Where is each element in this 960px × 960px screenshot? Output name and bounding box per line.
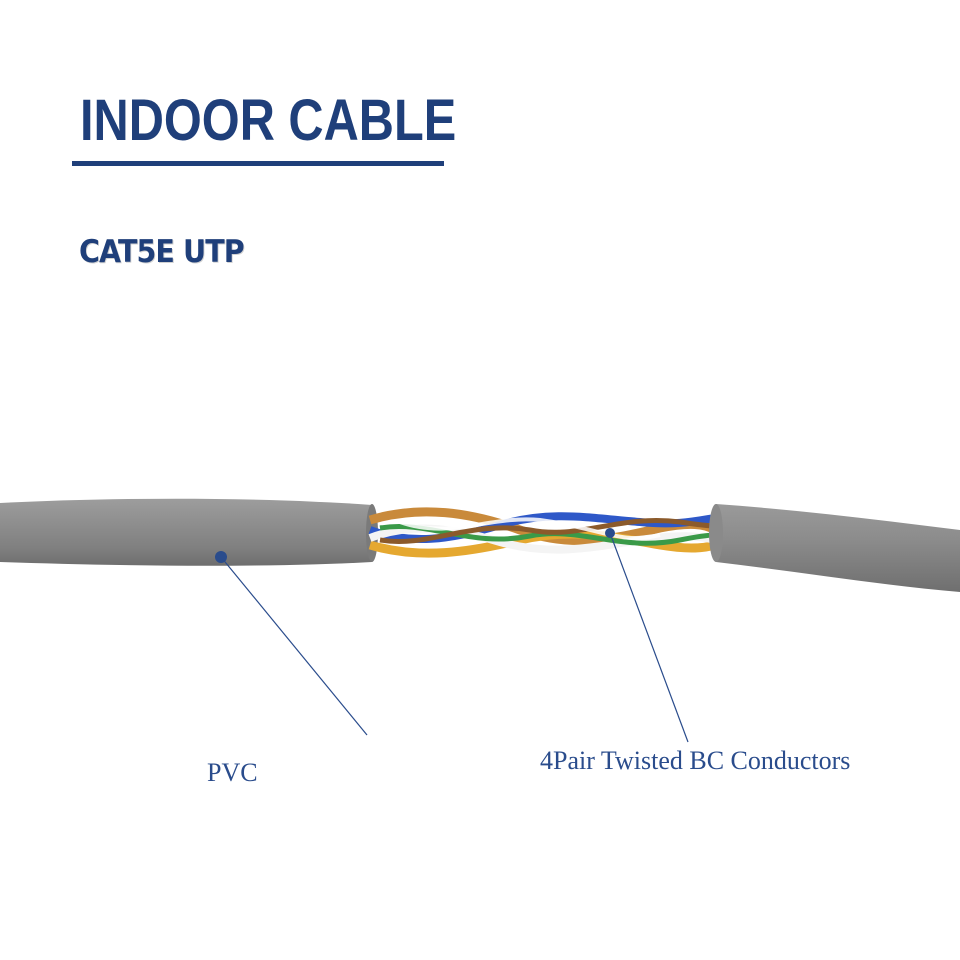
twisted-pairs — [368, 507, 718, 558]
product-subtitle: CAT5E UTP — [79, 234, 245, 270]
conductors-label: 4Pair Twisted BC Conductors — [540, 746, 851, 775]
pvc-jacket-right — [716, 504, 960, 592]
callout-line-conductors — [609, 532, 689, 743]
page-title: INDOOR CABLE — [80, 88, 457, 153]
callout-line-jacket — [220, 556, 368, 736]
jacket-cut-right — [709, 504, 723, 562]
title-underline — [72, 161, 444, 166]
pvc-jacket-left — [0, 498, 372, 566]
jacket-label: PVC — [207, 758, 258, 787]
